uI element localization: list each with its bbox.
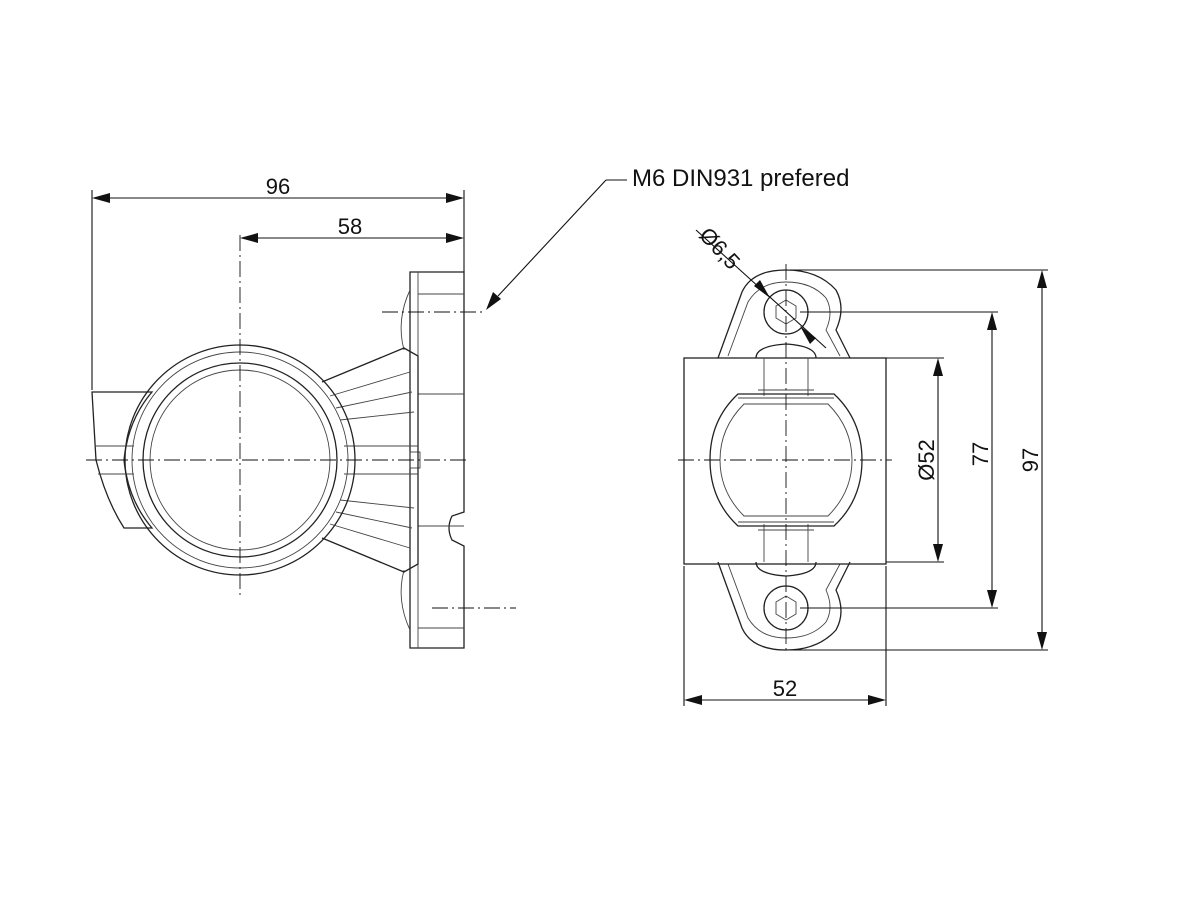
dimension-overall-height-label: 97	[1018, 448, 1043, 472]
front-view: Ø6,5 Ø52 77 97	[678, 222, 1048, 706]
dimension-58-label: 58	[338, 214, 362, 239]
dimension-lens-diameter-label: Ø52	[914, 439, 939, 481]
side-view: 96 58 M6 DIN931 prefered	[86, 165, 849, 649]
square-base	[683, 357, 887, 565]
dimension-hole-spacing: 77	[800, 311, 998, 609]
dimension-58: 58	[240, 214, 464, 243]
bolt-note-leader	[486, 179, 627, 310]
dimension-96: 96	[91, 174, 465, 390]
bolt-note: M6 DIN931 prefered	[632, 165, 849, 192]
dimension-hole-diameter-label: Ø6,5	[694, 222, 745, 274]
dimension-overall-height: 97	[790, 269, 1048, 651]
dimension-hole-spacing-label: 77	[968, 442, 993, 466]
dimension-lens-diameter: Ø52	[886, 357, 944, 563]
mounting-plate	[400, 271, 465, 649]
rear-shell	[91, 391, 154, 529]
dimension-base-width-label: 52	[773, 676, 797, 701]
dimension-96-label: 96	[266, 174, 290, 199]
dimension-base-width: 52	[683, 566, 887, 706]
